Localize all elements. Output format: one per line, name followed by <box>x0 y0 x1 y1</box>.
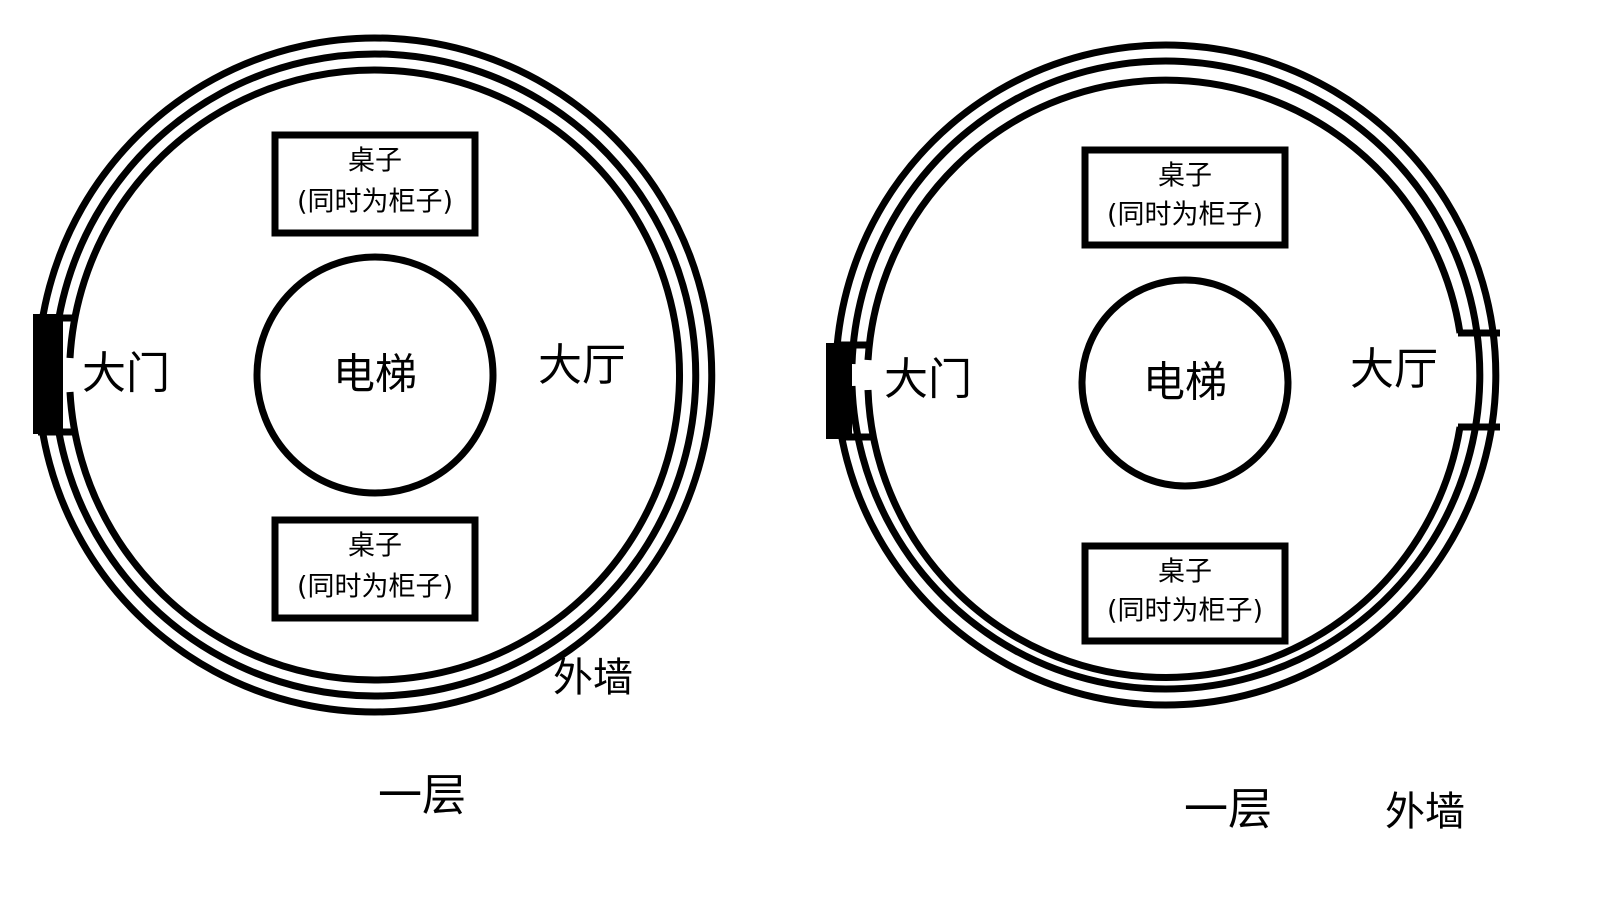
plan-right-furniture-top-line2: (同时为柜子) <box>1107 200 1263 231</box>
plan-right-middle-wall-arc <box>848 57 1484 693</box>
plan-left-furniture-bottom-line2: (同时为柜子) <box>297 572 453 603</box>
plan-right-exterior-wall-label: 外墙 <box>1385 789 1465 835</box>
plan-right-inner-wall-arc-upper <box>864 76 1464 361</box>
plan-right-elevator-circle <box>1078 276 1292 490</box>
plan-left-elevator-circle <box>253 253 497 497</box>
plan-left-furniture-top-line2: (同时为柜子) <box>297 187 453 218</box>
plan-left-inner-wall-arc <box>66 66 684 684</box>
plan-right-entrance-label: 大门 <box>884 354 972 405</box>
plan-right-inner-wall-arc-lower <box>864 389 1464 681</box>
plan-left-exterior-wall-label: 外墙 <box>553 655 633 701</box>
plan-right-entrance-door <box>826 343 852 439</box>
plan-left-elevator-label: 电梯 <box>333 350 417 399</box>
plan-right-floor-label: 一层 <box>1184 784 1272 835</box>
plan-left-hall-label: 大厅 <box>538 340 626 391</box>
plan-left-outer-wall-arc <box>34 34 716 716</box>
plan-left-group: 电梯 大门 大厅 桌子 (同时为柜子) 桌子 (同时为柜子) 外墙 一层 <box>33 34 716 821</box>
plan-left-floor-label: 一层 <box>378 770 466 821</box>
plan-left-furniture-top-box <box>271 131 479 237</box>
plan-left-furniture-bottom-line1: 桌子 <box>348 531 402 562</box>
plan-left-entrance-label: 大门 <box>82 348 170 399</box>
plan-left-furniture-top-line1: 桌子 <box>348 146 402 177</box>
plan-left-furniture-bottom-box <box>271 516 479 622</box>
plan-right-furniture-bottom-line2: (同时为柜子) <box>1107 596 1263 627</box>
plan-left-middle-wall-arc <box>50 50 700 700</box>
plan-right-elevator-label: 电梯 <box>1143 358 1227 407</box>
plan-right-group: 电梯 大门 大厅 桌子 (同时为柜子) 桌子 (同时为柜子) 一层 外墙 <box>826 41 1500 835</box>
plan-right-furniture-top-box <box>1081 146 1289 249</box>
plan-left-entrance-door <box>33 314 63 434</box>
plan-right-hall-label: 大厅 <box>1350 344 1438 395</box>
plan-right-outer-wall-arc <box>832 41 1500 709</box>
plan-right-furniture-bottom-box <box>1081 542 1289 645</box>
plan-right-furniture-bottom-line1: 桌子 <box>1158 557 1212 588</box>
plan-right-furniture-top-line1: 桌子 <box>1158 161 1212 192</box>
